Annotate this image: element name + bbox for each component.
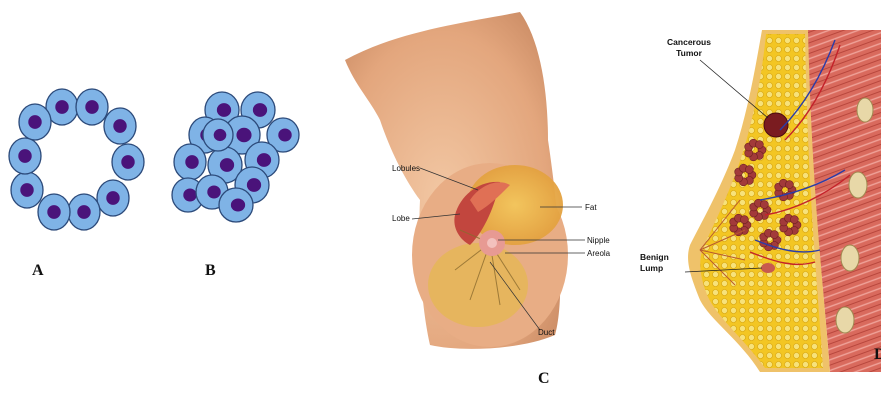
nipple: [487, 238, 497, 248]
cell-nucleus: [278, 129, 291, 142]
cell-nucleus: [18, 149, 31, 163]
cell-nucleus: [217, 103, 231, 117]
label-benign-line2: Lump: [640, 263, 680, 274]
cell: [174, 144, 206, 180]
cell-nucleus: [207, 186, 220, 199]
cell-nucleus: [20, 183, 33, 197]
label-areola: Areola: [587, 249, 610, 258]
cell: [76, 89, 108, 125]
label-fat: Fat: [585, 203, 597, 212]
label-nipple: Nipple: [587, 236, 610, 245]
lower-fat-region: [428, 243, 528, 327]
cell: [97, 180, 129, 216]
panel-d-letter: D: [874, 346, 881, 364]
cell-nucleus: [55, 100, 68, 114]
panel-c-breast-anatomy: [345, 12, 585, 349]
cell: [38, 194, 70, 230]
cell-nucleus: [214, 129, 227, 141]
cell-nucleus: [236, 128, 251, 142]
panel-a-letter: A: [32, 262, 44, 280]
cell-nucleus: [121, 155, 134, 169]
cell: [203, 119, 233, 151]
label-tumor-line2: Tumor: [658, 48, 720, 59]
panel-c-letter: C: [538, 370, 550, 388]
cell-nucleus: [253, 103, 267, 117]
lobule-bud: [760, 201, 768, 209]
cell: [9, 138, 41, 174]
label-duct: Duct: [538, 328, 554, 337]
label-lobules: Lobules: [392, 164, 420, 173]
cell-nucleus: [185, 155, 198, 169]
panel-d-cross-section: [685, 30, 881, 372]
cell-nucleus: [47, 205, 60, 219]
lobule-bud: [790, 216, 798, 224]
cell: [19, 104, 51, 140]
cell: [68, 194, 100, 230]
cell-nucleus: [220, 158, 234, 172]
panel-a-cell-ring: [9, 89, 144, 230]
label-benign-line1: Benign: [640, 252, 680, 263]
cell-nucleus: [257, 153, 271, 167]
lobule-bud: [740, 216, 748, 224]
cell-nucleus: [106, 191, 119, 205]
benign-lump: [761, 263, 775, 273]
cell-nucleus: [85, 100, 98, 114]
cell-nucleus: [231, 199, 245, 212]
label-lobe: Lobe: [392, 214, 410, 223]
label-cancerous-tumor: Cancerous Tumor: [658, 37, 720, 59]
cell-nucleus: [183, 189, 196, 202]
cell: [112, 144, 144, 180]
cell-nucleus: [113, 119, 126, 133]
cell-nucleus: [28, 115, 41, 129]
lobule-bud: [755, 141, 763, 149]
label-tumor-line1: Cancerous: [658, 37, 720, 48]
panel-b-cell-cluster: [172, 92, 299, 222]
cell: [11, 172, 43, 208]
lobule-bud: [770, 231, 778, 239]
label-benign-lump: Benign Lump: [640, 252, 680, 274]
cell: [219, 188, 253, 222]
panel-b-letter: B: [205, 262, 216, 280]
cell-nucleus: [247, 178, 261, 192]
lobule-bud: [745, 166, 753, 174]
lobule-bud: [785, 181, 793, 189]
cell: [104, 108, 136, 144]
cell-nucleus: [77, 205, 90, 219]
